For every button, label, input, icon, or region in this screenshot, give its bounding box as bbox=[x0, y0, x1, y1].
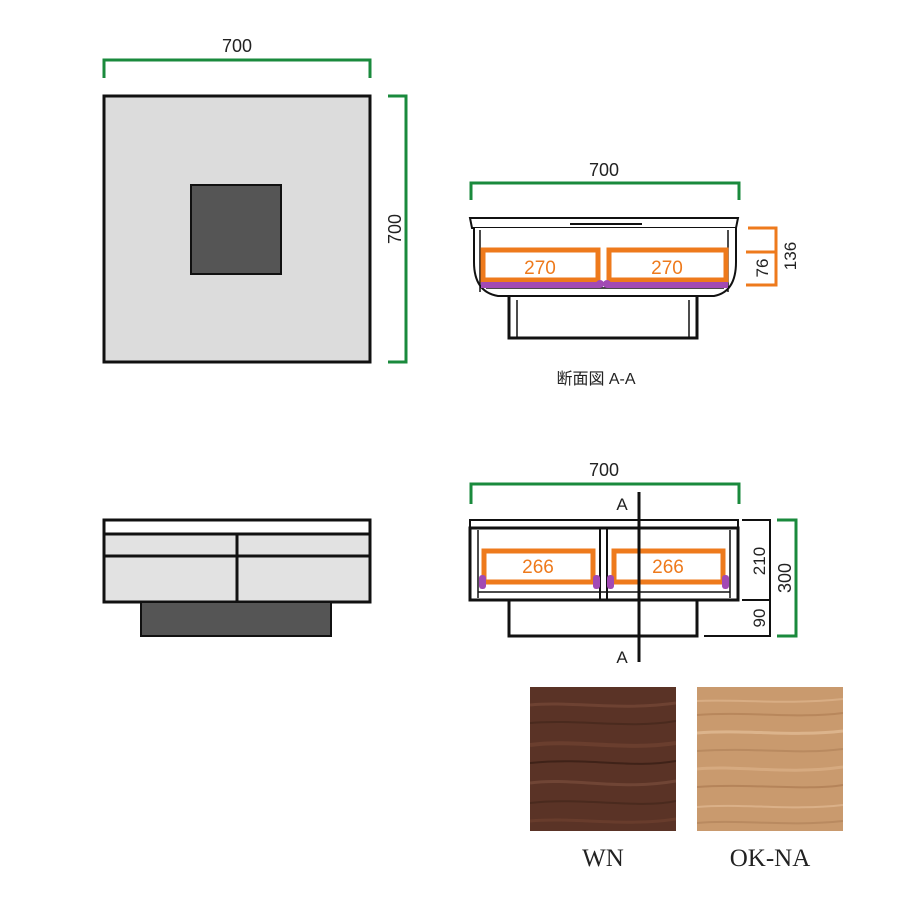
front-runner bbox=[593, 575, 600, 589]
wood-swatch-ok-na bbox=[696, 687, 844, 831]
front-width-dimension-line bbox=[469, 482, 741, 504]
section-drawer-left bbox=[480, 247, 601, 283]
front-drawer-label-left: 266 bbox=[522, 557, 554, 578]
top-width-label: 700 bbox=[222, 36, 252, 56]
section-runner-end bbox=[603, 280, 611, 288]
front-base-height-label: 90 bbox=[750, 609, 769, 628]
section-mark-top: A bbox=[616, 495, 628, 514]
section-runner-end bbox=[596, 280, 604, 288]
front-runner bbox=[479, 575, 486, 589]
front-runner bbox=[607, 575, 614, 589]
top-view: 700 700 bbox=[102, 36, 408, 364]
front-view: 700 266 266 A A 210 90 300 bbox=[468, 460, 798, 667]
front-width-label: 700 bbox=[589, 460, 619, 480]
section-width-label: 700 bbox=[589, 160, 619, 180]
section-drawer-label-left: 270 bbox=[524, 258, 556, 279]
section-drawer-right bbox=[606, 247, 729, 283]
side-view bbox=[102, 518, 372, 637]
front-total-height-dimension bbox=[777, 518, 798, 638]
section-inner-height-label: 76 bbox=[753, 259, 772, 278]
top-width-dimension-line bbox=[102, 58, 372, 78]
section-caption: 断面図 A-A bbox=[556, 370, 635, 388]
front-total-height-label: 300 bbox=[775, 563, 795, 593]
front-upper-height-label: 210 bbox=[750, 547, 769, 575]
front-drawer-right bbox=[611, 548, 726, 585]
swatch-label-wn: WN bbox=[582, 845, 624, 872]
wn-grain-icon bbox=[529, 687, 677, 831]
section-mark-bottom: A bbox=[616, 648, 628, 667]
section-runner-left bbox=[481, 282, 600, 288]
section-outer-height-label: 136 bbox=[781, 242, 800, 270]
ok-na-grain-icon bbox=[696, 687, 844, 831]
section-base bbox=[507, 296, 699, 340]
section-width-dimension-line bbox=[469, 181, 741, 200]
section-drawer-label-right: 270 bbox=[651, 258, 683, 279]
section-inner-height-dimension bbox=[746, 250, 776, 287]
front-height-dimension bbox=[704, 519, 771, 637]
top-depth-label: 700 bbox=[385, 214, 405, 244]
wood-swatch-wn bbox=[529, 687, 677, 831]
top-depth-dimension-line bbox=[388, 94, 408, 364]
section-view: 700 270 270 76 136 断面図 A-A bbox=[468, 160, 800, 388]
center-panel bbox=[190, 184, 282, 275]
front-runner bbox=[722, 575, 729, 589]
side-top-slab bbox=[102, 518, 372, 536]
front-drawer-left bbox=[481, 548, 596, 585]
side-base bbox=[140, 601, 332, 637]
front-drawer-label-right: 266 bbox=[652, 557, 684, 578]
swatch-label-ok-na: OK-NA bbox=[729, 845, 811, 872]
front-base bbox=[507, 598, 699, 638]
section-runner-right bbox=[607, 282, 728, 288]
